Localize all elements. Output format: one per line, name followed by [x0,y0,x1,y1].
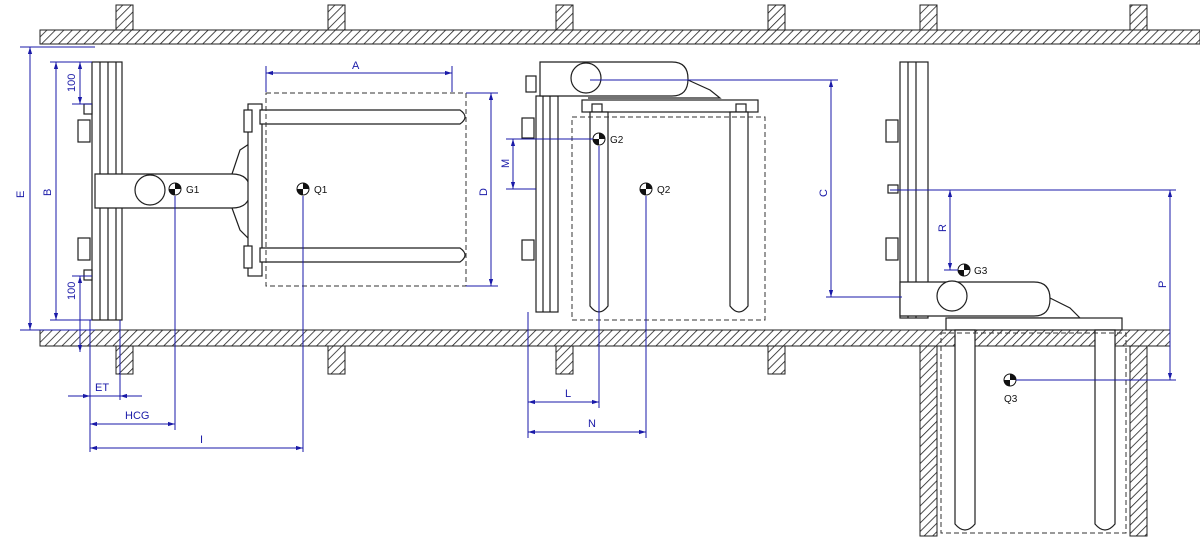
label-100-top: 100 [66,74,78,92]
dimension-n: N [528,418,646,435]
dimension-l: L [528,388,599,405]
center-mark-q3: Q3 [1003,373,1018,405]
label-r: R [937,224,949,232]
dimension-d: D [466,92,498,287]
load-outline-2 [571,116,766,321]
label-g1: G1 [186,185,200,196]
label-q3: Q3 [1004,394,1018,405]
dimension-c: C [590,79,902,298]
fork-assembly-1 [243,103,466,277]
dimension-100-top: 100 [66,62,92,105]
center-mark-g3: G3 [957,263,988,277]
label-g2: G2 [610,135,624,146]
dimension-m: M [500,138,593,190]
dimension-100-bottom: 100 [66,275,92,352]
dimension-r: R [890,189,1176,271]
top-rack-beam [39,4,1200,45]
dimension-p: P [1016,190,1176,381]
label-a: A [352,60,360,72]
center-mark-q2: Q2 [639,182,671,196]
fork-assembly-3 [945,317,1123,531]
label-q2: Q2 [657,185,671,196]
load-outline-1 [265,92,467,287]
mast-carriage-2 [521,75,559,313]
center-mark-g2: G2 [592,132,624,146]
dimension-b: B [42,61,92,321]
dimension-hcg: HCG [90,410,175,427]
dimension-et: ET [68,382,142,399]
label-i: I [200,434,203,446]
center-mark-g1: G1 [168,182,200,196]
label-d: D [478,188,490,196]
label-n: N [588,418,596,430]
lower-pit-walls [919,345,1148,537]
label-100-bottom: 100 [66,282,78,300]
dimension-i: I [90,434,303,451]
label-m: M [500,159,512,168]
label-l: L [565,388,571,400]
label-e: E [15,191,27,198]
dimension-a: A [265,60,453,92]
label-q1: Q1 [314,185,328,196]
label-c: C [818,189,830,197]
label-g3: G3 [974,266,988,277]
arm-3 [899,280,1082,319]
label-et: ET [95,382,109,394]
center-mark-q1: Q1 [296,182,328,196]
arm-2 [539,61,722,99]
label-hcg: HCG [125,410,149,422]
fork-assembly-2 [581,99,759,313]
dimension-e: E [15,46,95,331]
bottom-floor-beam [39,329,1171,375]
load-outline-3 [940,332,1127,534]
label-p: P [1157,281,1169,288]
label-b: B [42,189,54,196]
